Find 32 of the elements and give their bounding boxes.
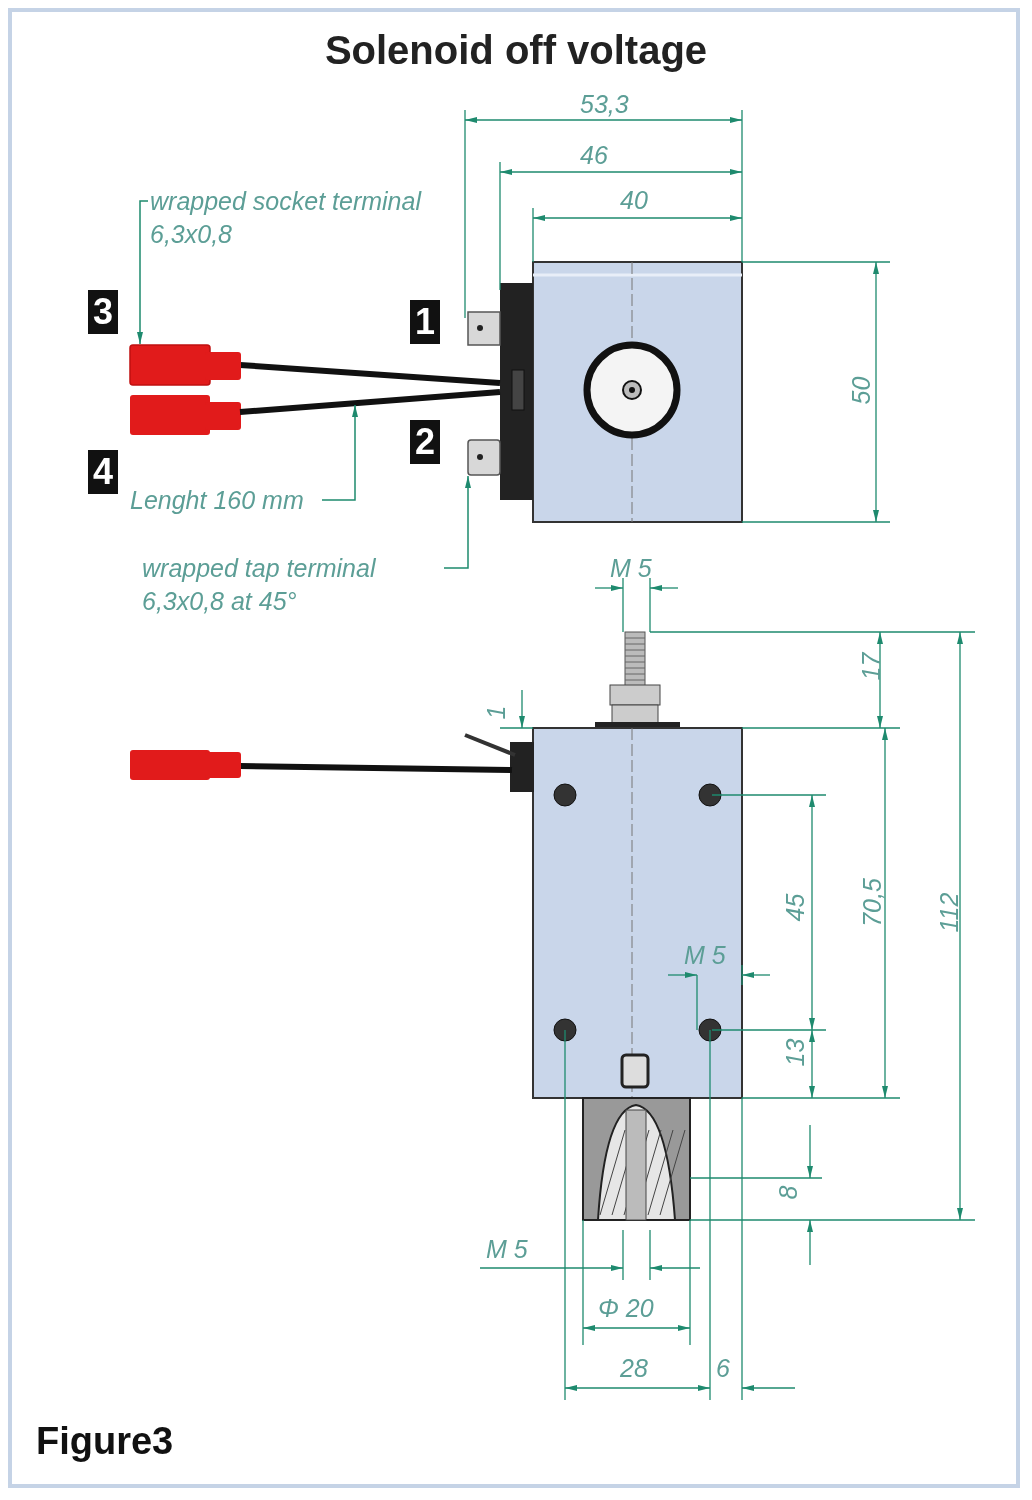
tap-terminal xyxy=(467,439,501,476)
dimension-text: 46 xyxy=(580,143,608,168)
figure-caption: Figure3 xyxy=(36,1420,174,1463)
dimension-text: 13 xyxy=(783,1038,809,1067)
dimension-text: 8 xyxy=(776,1185,802,1200)
leader-line xyxy=(443,475,471,569)
dimension-text: M 5 xyxy=(684,943,726,968)
dimension-text: 112 xyxy=(937,892,963,933)
dimension-text: Φ 20 xyxy=(598,1296,654,1321)
callout-text: Lenght 160 mm xyxy=(130,484,320,517)
dimension-text: 70,5 xyxy=(859,878,885,927)
dimension-text: 6 xyxy=(716,1356,730,1381)
dimension-text: 53,3 xyxy=(580,92,629,117)
dimension-text: M 5 xyxy=(486,1237,528,1262)
dimension-text: 1 xyxy=(484,705,510,720)
callout-text: wrapped socket terminal 6,3x0,8 xyxy=(150,185,450,250)
dimension-text: 40 xyxy=(620,188,648,213)
callout-number: 2 xyxy=(410,420,440,464)
callout-number: 1 xyxy=(410,300,440,344)
socket-terminal xyxy=(129,344,241,386)
title: Solenoid off voltage xyxy=(323,28,709,73)
dimension-text: 28 xyxy=(620,1356,648,1381)
dimension-text: 50 xyxy=(849,376,875,405)
leader-line xyxy=(321,404,358,501)
dimension-text: 45 xyxy=(783,893,809,922)
callout-number: 4 xyxy=(88,450,118,494)
callout-text: wrapped tap terminal 6,3x0,8 at 45° xyxy=(142,552,442,617)
dimension-text: M 5 xyxy=(610,556,652,581)
wire-drawing xyxy=(239,389,501,415)
dimension-text: 17 xyxy=(859,652,885,681)
callout-number: 3 xyxy=(88,290,118,334)
leader-line xyxy=(137,200,149,345)
